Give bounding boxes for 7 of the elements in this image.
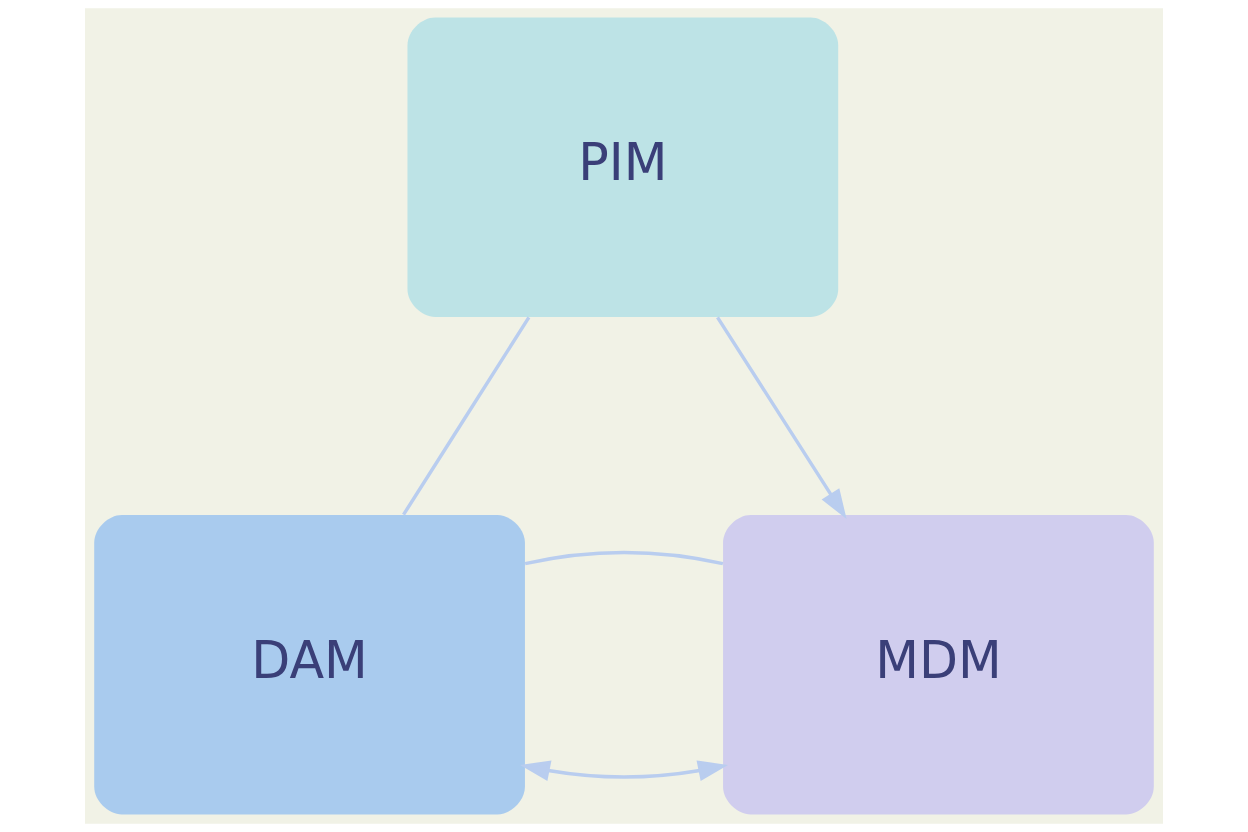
node-box: PIM [407,17,839,317]
node-box: MDM [723,515,1154,815]
arrow [520,760,729,782]
arrow [716,316,847,520]
node-box: DAM [94,515,525,815]
connector [524,550,724,566]
connector [402,316,531,516]
